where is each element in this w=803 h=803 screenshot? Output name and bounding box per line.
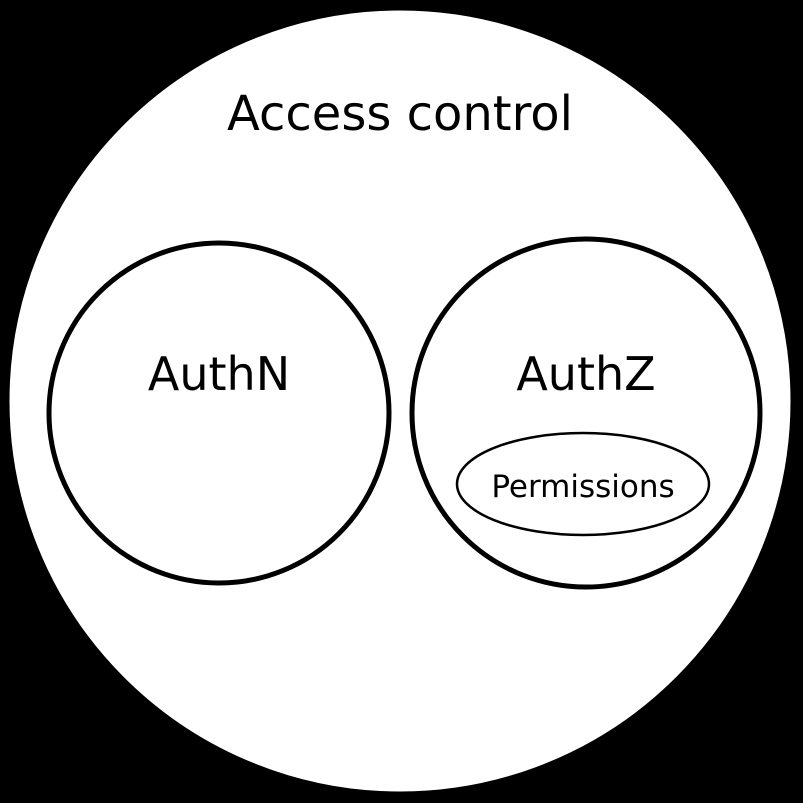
permissions-label: Permissions bbox=[491, 469, 674, 505]
authz-label: AuthZ bbox=[516, 347, 655, 401]
authn-label: AuthN bbox=[148, 347, 290, 401]
permissions-ellipse[interactable] bbox=[455, 431, 711, 537]
access-control-circle[interactable] bbox=[6, 7, 794, 795]
authn-circle[interactable] bbox=[46, 240, 392, 586]
access-control-label: Access control bbox=[227, 86, 573, 142]
